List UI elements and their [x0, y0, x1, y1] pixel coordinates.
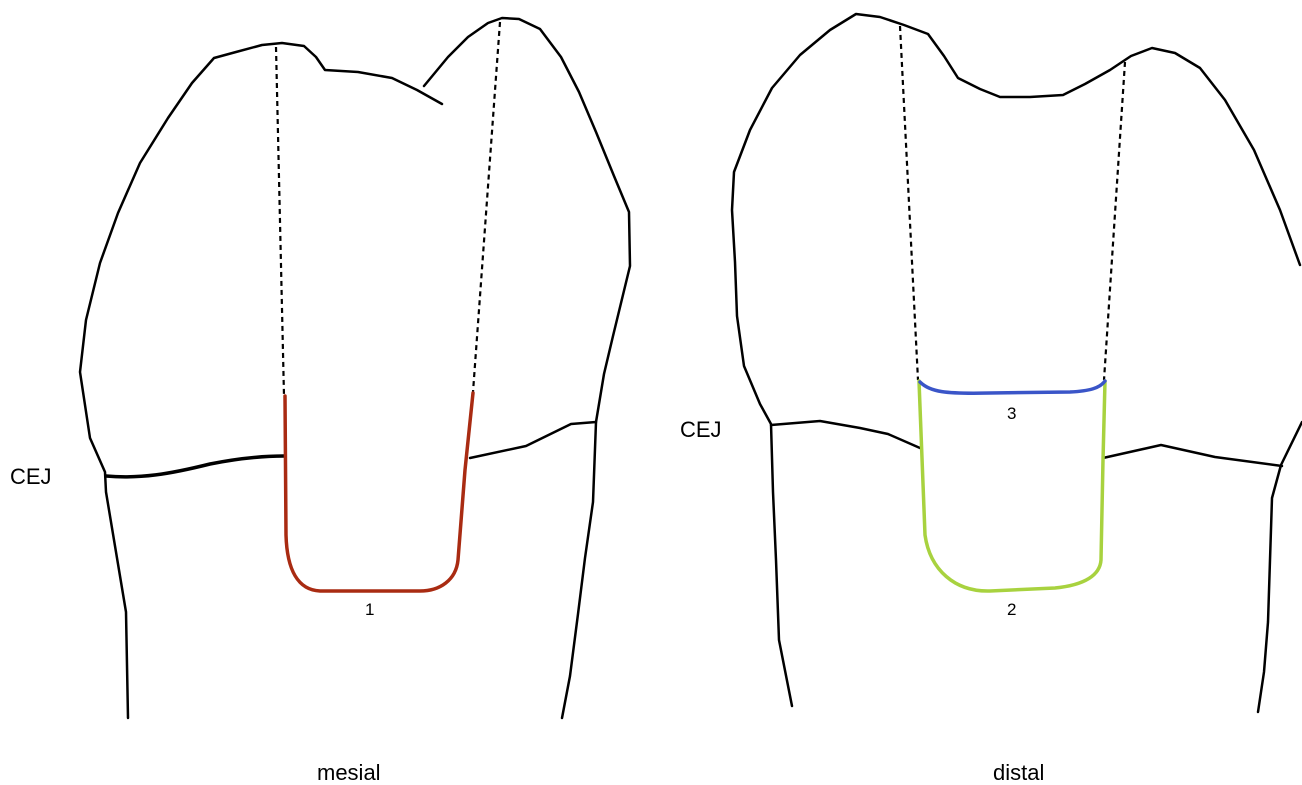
cej-label-right: CEJ	[680, 417, 722, 442]
view-label-distal: distal	[993, 760, 1044, 785]
cej-label-left: CEJ	[10, 464, 52, 489]
mesial-tooth-outline	[80, 43, 442, 718]
distal-tooth	[732, 14, 1302, 712]
distal-dashed-line-left	[900, 26, 918, 380]
preparation-2-label: 2	[1007, 600, 1016, 619]
view-label-mesial: mesial	[317, 760, 381, 785]
preparation-1-label: 1	[365, 600, 374, 619]
mesial-cej-line-right	[470, 422, 596, 458]
mesial-tooth	[80, 18, 630, 718]
distal-dashed-line-right	[1104, 62, 1125, 380]
preparation-1-outline	[285, 393, 473, 591]
mesial-cej-line-left	[106, 456, 284, 477]
mesial-dashed-line-left	[276, 47, 284, 396]
distal-cej-line-right	[1103, 445, 1282, 466]
mesial-dashed-line-right	[473, 22, 500, 392]
preparation-3-outline	[920, 381, 1105, 393]
mesial-tooth-cusp-outline	[424, 18, 630, 718]
distal-cej-line-left	[771, 421, 920, 448]
preparation-3-label: 3	[1007, 404, 1016, 423]
